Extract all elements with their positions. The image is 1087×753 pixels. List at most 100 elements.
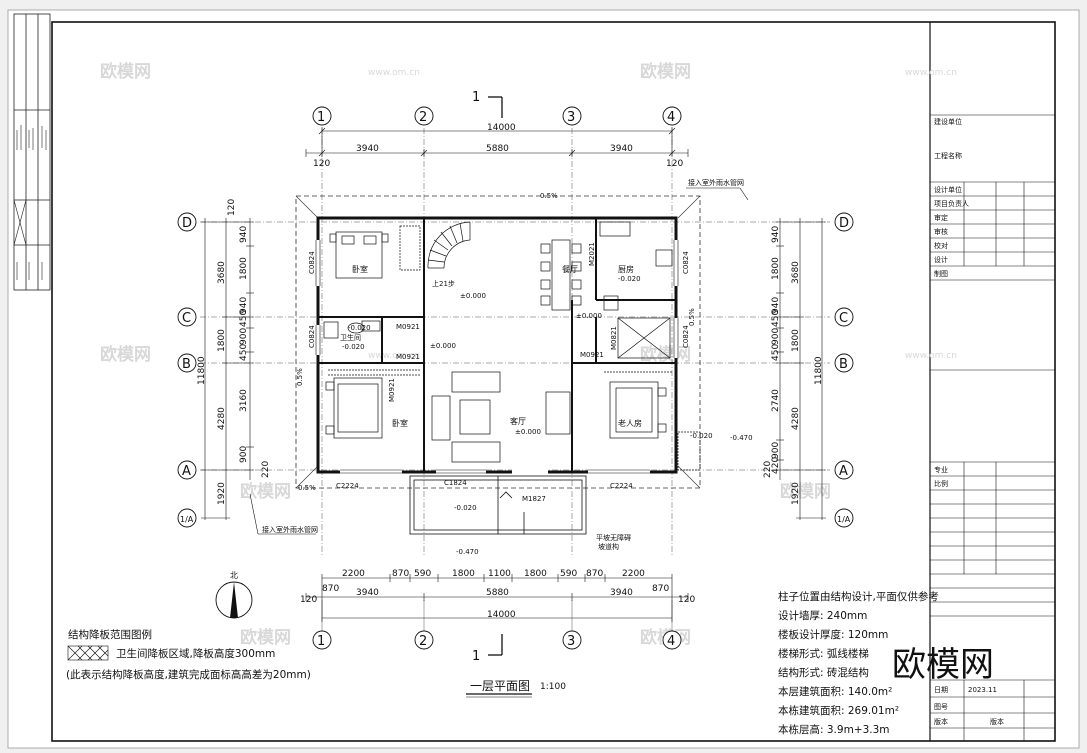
svg-text:欧模网: 欧模网 — [640, 61, 691, 82]
dim-bottom-offset-left: 120 — [300, 595, 317, 605]
svg-text:B: B — [839, 357, 848, 372]
svg-text:2023.11: 2023.11 — [968, 686, 997, 694]
level-porch: -0.020 — [454, 504, 477, 512]
dim-left-outer-3: 4280 — [217, 407, 227, 430]
svg-text:校对: 校对 — [934, 241, 948, 250]
left-dimension-lines — [201, 218, 254, 520]
svg-text:1: 1 — [317, 110, 325, 125]
level-zero-stair: ±0.000 — [460, 292, 486, 300]
dim-left-inner-5: 900 — [239, 328, 249, 345]
svg-text:C: C — [182, 311, 191, 326]
svg-text:本层建筑面积: 140.0m²: 本层建筑面积: 140.0m² — [778, 685, 892, 698]
spec-notes: 柱子位置由结构设计,平面仅供参考 设计墙厚: 240mm 楼板设计厚度: 120… — [778, 590, 939, 736]
door-m0921-c: M0921 — [580, 351, 604, 359]
window-c0824-d: C0824 — [682, 325, 690, 348]
rain-pipe-label-top: 接入室外雨水管网 — [688, 178, 744, 187]
dim-right-inner-4: 450 — [771, 310, 781, 327]
dim-bottom-win-7: 590 — [560, 569, 577, 579]
top-dimension-lines — [305, 127, 689, 157]
axis-bubbles-right: D C B A 1/A — [834, 212, 854, 528]
svg-text:专业: 专业 — [934, 465, 948, 474]
svg-text:设计: 设计 — [934, 255, 948, 264]
title-block — [930, 114, 1055, 741]
dim-right-outer-3: 4280 — [791, 407, 801, 430]
interior-walls — [318, 218, 676, 472]
dim-left-outer-1: 3680 — [217, 261, 227, 284]
svg-text:欧模网: 欧模网 — [780, 481, 831, 502]
svg-text:审核: 审核 — [934, 227, 948, 236]
dining-table — [540, 239, 582, 311]
dim-left-top-120: 120 — [227, 199, 237, 216]
dim-top-span-2: 5880 — [486, 144, 509, 154]
svg-text:建设单位: 建设单位 — [934, 117, 962, 126]
title-block-text: 建设单位 工程名称 设计单位 项目负责人 审定 审核 校对 设计 制图 专业 比… — [934, 117, 1004, 726]
drawing-scale: 1:100 — [540, 682, 566, 692]
north-arrow-icon — [215, 581, 253, 619]
dim-bottom-span-2: 5880 — [486, 588, 509, 598]
svg-text:1/A: 1/A — [180, 515, 194, 524]
section-mark-label-bottom: 1 — [472, 649, 480, 664]
svg-text:项目负责人: 项目负责人 — [934, 199, 969, 208]
svg-text:1/A: 1/A — [837, 515, 851, 524]
dim-bottom-win-9: 2200 — [622, 569, 645, 579]
dim-right-inner-1: 940 — [771, 226, 781, 243]
dim-left-total: 11800 — [197, 356, 207, 385]
dim-top-span-1: 3940 — [356, 144, 379, 154]
svg-text:欧模网: 欧模网 — [100, 61, 151, 82]
svg-text:2: 2 — [419, 634, 427, 649]
door-m1827: M1827 — [522, 495, 546, 503]
dim-left-inner-6: 450 — [239, 344, 249, 361]
ramp-note-1: 平坡无障碍 — [596, 533, 631, 542]
section-mark-label-top: 1 — [472, 90, 480, 105]
grid-lines — [200, 128, 830, 555]
svg-text:3: 3 — [567, 110, 575, 125]
door-m0921-a: M0921 — [396, 323, 420, 331]
window-c0824-c: C0824 — [682, 251, 690, 274]
svg-text:柱子位置由结构设计,平面仅供参考: 柱子位置由结构设计,平面仅供参考 — [778, 590, 939, 603]
bed-bottom-right — [604, 371, 701, 471]
svg-text:工程名称: 工程名称 — [934, 151, 962, 160]
svg-text:设计单位: 设计单位 — [934, 185, 962, 194]
window-c2224-right: C2224 — [610, 482, 633, 490]
dim-top-offset-left: 120 — [313, 159, 330, 169]
room-dining: 餐厅 — [562, 265, 578, 274]
level-wc: -0.020 — [342, 343, 365, 351]
svg-text:C: C — [839, 311, 848, 326]
dim-right-inner-6: 450 — [771, 344, 781, 361]
door-m0821: M0821 — [610, 326, 618, 350]
axis-bubbles-top: 1 2 3 4 — [312, 106, 682, 126]
roof-slope-right: 0.5% — [688, 308, 696, 326]
svg-text:www.om.cn: www.om.cn — [368, 68, 420, 78]
svg-text:2: 2 — [419, 110, 427, 125]
svg-text:1: 1 — [317, 634, 325, 649]
level-wc-mini: -0.020 — [348, 324, 371, 332]
roof-slope-left: 0.5% — [296, 368, 304, 386]
dim-top-offset-right: 120 — [666, 159, 683, 169]
svg-text:欧模网: 欧模网 — [240, 627, 291, 648]
svg-text:欧模网: 欧模网 — [100, 344, 151, 365]
legend-text: 卫生间降板区域,降板高度300mm — [116, 647, 275, 660]
svg-text:设计墙厚: 240mm: 设计墙厚: 240mm — [778, 609, 867, 622]
svg-text:审定: 审定 — [934, 213, 948, 222]
axis-bubbles-bottom: 1 2 3 4 — [312, 600, 682, 650]
north-label: 北 — [230, 571, 238, 580]
room-elderly: 老人房 — [618, 418, 642, 428]
room-living: 客厅 — [510, 416, 526, 426]
bottom-dimension-lines — [305, 574, 689, 622]
dim-right-inner-2: 1800 — [771, 257, 781, 280]
dim-right-220: 220 — [763, 461, 773, 478]
dim-bottom-win-4: 1800 — [452, 569, 475, 579]
svg-text:日期: 日期 — [934, 686, 948, 694]
living-room-furniture — [431, 371, 571, 463]
svg-text:4: 4 — [667, 634, 675, 649]
room-bathroom: 卫生间 — [340, 333, 361, 342]
dim-bottom-end-left: 870 — [322, 584, 339, 594]
paper — [7, 9, 1080, 749]
dim-right-inner-7: 2740 — [771, 389, 781, 412]
window-c2224-left: C2224 — [336, 482, 359, 490]
svg-text:结构形式: 砖混结构: 结构形式: 砖混结构 — [778, 666, 869, 679]
dim-left-inner-8: 900 — [239, 446, 249, 463]
window-lines — [315, 240, 679, 474]
room-kitchen: 厨房 — [618, 264, 634, 274]
rain-pipe-label-bottom: 接入室外雨水管网 — [262, 525, 318, 534]
